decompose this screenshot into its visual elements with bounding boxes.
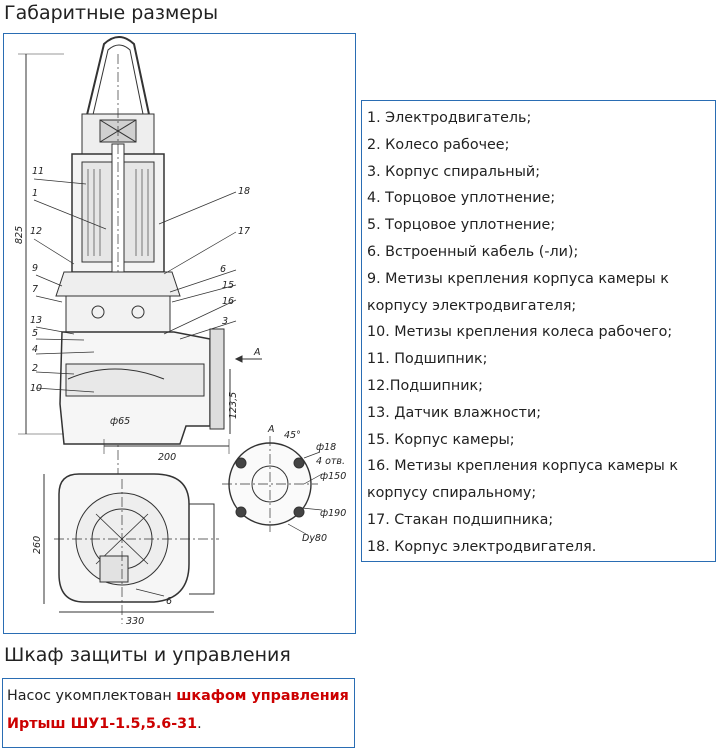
parts-list-item: 4. Торцовое уплотнение; bbox=[367, 190, 556, 207]
view-label-a: A bbox=[267, 424, 275, 435]
dim-dy80: Dy80 bbox=[302, 533, 327, 544]
callout-6-plan: 6 bbox=[166, 596, 172, 607]
dim-d18: ф18 bbox=[316, 442, 336, 453]
callout-2: 2 bbox=[32, 363, 38, 374]
callout-4: 4 bbox=[32, 344, 38, 355]
callout-16: 16 bbox=[222, 296, 234, 307]
section-title-dimensions: Габаритные размеры bbox=[4, 2, 219, 24]
parts-list-item: 11. Подшипник; bbox=[367, 351, 488, 368]
cabinet-note: Насос укомплектован шкафом управления Ир… bbox=[2, 678, 355, 748]
cabinet-link[interactable]: шкафом управления Иртыш ШУ1-1.5,5.6-31 bbox=[7, 688, 349, 732]
section-title-cabinet: Шкаф защиты и управления bbox=[4, 644, 291, 666]
callout-3: 3 bbox=[222, 316, 228, 327]
callout-9: 9 bbox=[32, 263, 38, 274]
callout-11: 11 bbox=[32, 166, 44, 177]
cabinet-note-prefix: Насос укомплектован bbox=[7, 688, 177, 704]
parts-list-item: 13. Датчик влажности; bbox=[367, 404, 542, 421]
parts-list-item: 15. Корпус камеры; bbox=[367, 431, 515, 448]
callout-10: 10 bbox=[30, 383, 42, 394]
callout-12: 12 bbox=[30, 226, 42, 237]
callout-15: 15 bbox=[222, 280, 234, 291]
dim-123-5: 123,5 bbox=[228, 392, 239, 419]
parts-legend: 1. Электродвигатель; 2. Колесо рабочее; 3.… bbox=[361, 100, 716, 562]
view-arrow-a: A bbox=[253, 347, 261, 358]
parts-list-item: 3. Корпус спиральный; bbox=[367, 163, 541, 180]
dim-200: 200 bbox=[158, 452, 176, 463]
callout-17: 17 bbox=[238, 226, 250, 237]
dim-d65: ф65 bbox=[110, 416, 130, 427]
dim-825: 825 bbox=[14, 226, 25, 244]
parts-list: 1. Электродвигатель; 2. Колесо рабочее; 3.… bbox=[367, 105, 715, 561]
parts-list-item: 9. Метизы крепления корпуса камеры к кор… bbox=[367, 270, 669, 314]
parts-list-item: 12.Подшипник; bbox=[367, 377, 483, 394]
parts-list-item: 6. Встроенный кабель (-ли); bbox=[367, 243, 579, 260]
callout-7: 7 bbox=[32, 284, 38, 295]
dim-45deg: 45° bbox=[284, 430, 301, 441]
callout-1: 1 bbox=[32, 188, 38, 199]
parts-list-item: 5. Торцовое уплотнение; bbox=[367, 217, 556, 234]
callout-5: 5 bbox=[32, 328, 38, 339]
callout-6: 6 bbox=[220, 264, 226, 275]
parts-list-item: 18. Корпус электродвигателя. bbox=[367, 538, 597, 555]
callout-13: 13 bbox=[30, 315, 42, 326]
callout-18: 18 bbox=[238, 186, 250, 197]
parts-list-item: 10. Метизы крепления колеса рабочего; bbox=[367, 324, 673, 341]
dim-d150: ф150 bbox=[320, 471, 346, 482]
parts-list-item: 1. Электродвигатель; bbox=[367, 110, 532, 126]
dim-4-holes: 4 отв. bbox=[316, 456, 345, 467]
dimension-drawing: 11 1 12 9 7 13 5 4 2 10 18 17 6 15 16 3 … bbox=[3, 33, 356, 634]
dim-d190: ф190 bbox=[320, 508, 346, 519]
parts-list-item: 2. Колесо рабочее; bbox=[367, 136, 510, 153]
parts-list-item: 16. Метизы крепления корпуса камеры к ко… bbox=[367, 458, 678, 502]
parts-list-item: 17. Стакан подшипника; bbox=[367, 511, 554, 528]
dim-330: 330 bbox=[126, 616, 144, 627]
cabinet-note-suffix: . bbox=[197, 716, 202, 732]
dim-260: 260 bbox=[32, 536, 43, 554]
